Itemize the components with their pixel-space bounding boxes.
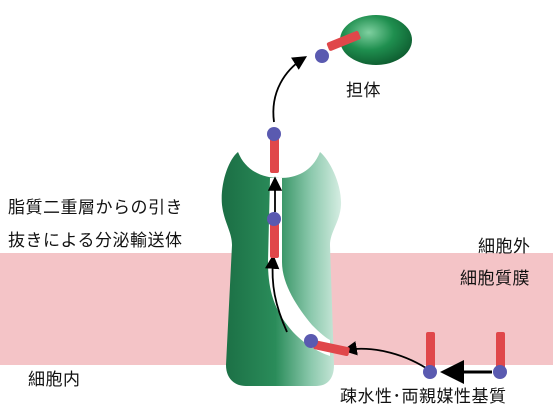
label-outside: 細胞外 (478, 232, 531, 257)
label-substrate: 疎水性･両親媒性基質 (340, 382, 507, 407)
label-membrane: 細胞質膜 (460, 264, 530, 289)
label-extraction-line1: 脂質二重層からの引き (8, 193, 183, 218)
label-carrier: 担体 (346, 76, 381, 101)
label-extraction-line2: 抜きによる分泌輸送体 (8, 226, 183, 251)
molecule-channel-top (267, 127, 281, 173)
arrow-to-carrier (273, 58, 304, 122)
label-inside: 細胞内 (28, 365, 81, 390)
